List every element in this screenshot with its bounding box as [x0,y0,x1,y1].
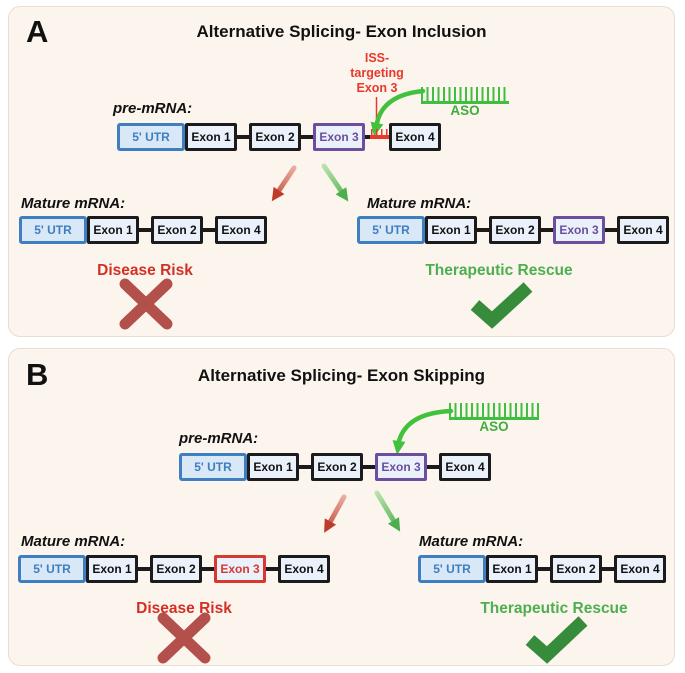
gene-box-exon-1: Exon 1 [247,453,299,481]
aso-oligo-icon [449,403,539,420]
disease-arrow-icon [271,165,297,202]
cross-icon [157,612,211,664]
gene-box-exon-2: Exon 2 [249,123,301,151]
disease-risk-caption: Disease Risk [136,600,232,617]
aso-oligo-icon [421,87,509,104]
gene-box-exon-2: Exon 2 [311,453,363,481]
iss-targeting-label: ISS- targeting Exon 3 [350,51,404,95]
gene-box-exon-4: Exon 4 [215,216,267,244]
intron-connector [363,465,375,469]
intron-connector [605,228,617,232]
gene-box-5-utr: 5' UTR [18,555,86,583]
gene-box-exon-4: Exon 4 [389,123,441,151]
gene-box-5-utr: 5' UTR [357,216,425,244]
panel-title: Alternative Splicing- Exon Skipping [197,366,486,385]
gene-box-exon-3: Exon 3 [553,216,605,244]
gene-box-exon-4: Exon 4 [278,555,330,583]
intron-connector [139,228,151,232]
gene-box-exon-4: Exon 4 [617,216,669,244]
check-icon [470,282,533,329]
intron-connector [477,228,489,232]
gene-box-exon-3: Exon 3 [313,123,365,151]
intron-connector [299,465,311,469]
gene-box-5-utr: 5' UTR [418,555,486,583]
intron-connector [541,228,553,232]
gene-box-exon-1: Exon 1 [425,216,477,244]
intron-connector [427,465,439,469]
gene-box-5-utr: 5' UTR [179,453,247,481]
aso-label: ASO [479,419,509,434]
aso-label: ASO [450,103,480,118]
therapeutic-rescue-caption: Therapeutic Rescue [480,600,628,617]
gene-box-5-utr: 5' UTR [19,216,87,244]
panel-b-artwork [157,408,588,664]
gene-box-exon-1: Exon 1 [486,555,538,583]
gene-box-exon-3: Exon 3 [214,555,266,583]
gene-box-exon-1: Exon 1 [87,216,139,244]
panel-exon-skipping: B Alternative Splicing- Exon Skipping AS… [8,348,675,666]
gene-box-exon-2: Exon 2 [489,216,541,244]
check-icon [525,616,588,664]
mature-mrna-label-left: Mature mRNA: [21,533,126,550]
rescue-arrow-icon [321,163,349,202]
intron-connector [266,567,278,571]
intron-connector [602,567,614,571]
pre-mrna-label: pre-mRNA: [179,430,259,447]
panel-title: Alternative Splicing- Exon Inclusion [196,22,487,41]
panel-exon-inclusion: A Alternative Splicing- Exon Inclusion [8,6,675,337]
gene-box-5-utr: 5' UTR [117,123,185,151]
gene-box-exon-2: Exon 2 [550,555,602,583]
intron-connector [138,567,150,571]
therapeutic-rescue-caption: Therapeutic Rescue [425,262,573,279]
iss-intron-segment [365,129,389,139]
rescue-arrow-icon [374,490,401,532]
gene-box-exon-4: Exon 4 [439,453,491,481]
mature-mrna-label-right: Mature mRNA: [419,533,524,550]
intron-connector [202,567,214,571]
gene-box-exon-3: Exon 3 [375,453,427,481]
panel-letter: B [26,357,49,392]
pre-mrna-label: pre-mRNA: [113,100,193,117]
cross-icon [119,278,173,330]
intron-connector [538,567,550,571]
disease-risk-caption: Disease Risk [97,262,193,279]
gene-box-exon-2: Exon 2 [150,555,202,583]
gene-box-exon-1: Exon 1 [185,123,237,151]
mature-mrna-label-right: Mature mRNA: [367,195,472,212]
gene-box-exon-4: Exon 4 [614,555,666,583]
mature-mrna-label-left: Mature mRNA: [21,195,126,212]
gene-box-exon-1: Exon 1 [86,555,138,583]
disease-arrow-icon [324,494,347,533]
panel-letter: A [26,14,49,49]
intron-connector [237,135,249,139]
gene-box-exon-2: Exon 2 [151,216,203,244]
intron-connector [203,228,215,232]
intron-connector [301,135,313,139]
